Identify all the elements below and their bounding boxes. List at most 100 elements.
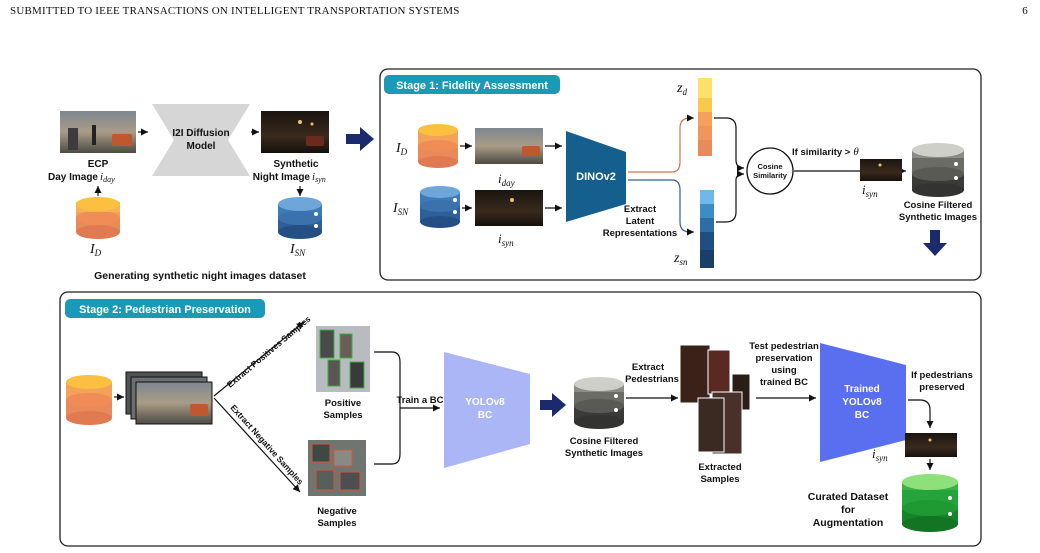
zd-symbol: zd [676,81,687,97]
arrow-dino-to-zsn [628,179,694,236]
zd-vector [698,78,712,156]
stage1-panel: Stage 1: Fidelity Assessment ID iday [379,68,982,281]
down-arrow-to-stage2 [923,230,947,256]
stage2-filtered-db-icon [574,377,624,429]
cosine-filtered-db-icon [912,143,964,197]
ecp-day-symbol: iday [100,171,115,184]
page-number: 6 [1022,5,1028,17]
test-label-3: using [771,365,797,376]
negative-label-2: Samples [317,518,356,529]
night-image-symbol: isyn [312,171,326,184]
stage1-isyn-symbol: isyn [498,231,514,248]
if-similarity-label: If similarity >θ [792,146,859,158]
stage2-panel: Stage 2: Pedestrian Preservation Extract… [59,291,982,547]
stage1-id-symbol: ID [395,141,408,157]
cosine-label-1: Cosine [757,162,782,171]
ecp-day-image [60,111,136,153]
positive-samples-image [316,326,370,392]
stage2-title: Stage 2: Pedestrian Preservation [79,304,251,316]
stage1-out-symbol: isyn [862,182,878,199]
negative-label-1: Negative [317,506,357,517]
stage1-title: Stage 1: Fidelity Assessment [396,80,548,92]
arrow-zsn-to-cosine [716,170,745,223]
stage2-cf-label-2: Synthetic Images [565,448,643,459]
yolo-label-2: BC [478,410,492,421]
stage2-day-db-icon [66,375,112,425]
if-ped-label-2: preserved [919,382,965,393]
extract-label-3: Representations [603,228,677,239]
big-arrow-to-stage1 [346,127,374,151]
if-ped-label-1: If pedestrians [911,370,973,381]
trained-yolo-shape [820,343,906,462]
train-bracket [374,351,401,465]
trained-label-2: YOLOv8 [842,397,882,408]
stage1-day-image [475,128,543,164]
generation-section: ECP Day Image iday I2I Diffusion Model S… [48,104,329,282]
ecp-label: ECP [88,159,109,170]
synthetic-night-image [261,111,329,153]
db-d-symbol: ID [89,242,102,258]
stage1-iday-symbol: iday [498,171,515,188]
running-header: SUBMITTED TO IEEE TRANSACTIONS ON INTELL… [10,5,460,17]
zsn-symbol: zsn [673,251,688,267]
stage1-output-image [860,159,902,181]
dinov2-label: DINOv2 [576,171,616,183]
stage1-isn-symbol: ISN [392,201,409,217]
extracted-label-1: Extracted [698,462,741,473]
dinov2-encoder-shape [566,131,626,222]
arrow-dino-to-zd [628,114,694,173]
cosine-label-2: Similarity [753,171,788,180]
filtered-label-1: Cosine Filtered [904,200,973,211]
yolo-bc-shape [444,352,530,468]
ecp-day-label: Day Image [48,172,98,183]
arrow-to-negative [213,397,301,493]
night-image-label: Night Image [253,172,311,183]
arrow-zd-to-cosine [714,117,745,172]
test-label-2: preservation [755,353,812,364]
stage1-night-db-icon [420,186,460,228]
positive-label-1: Positive [325,398,361,409]
negative-samples-image [308,440,366,496]
stage2-image-stack [125,371,213,425]
positive-label-2: Samples [323,410,362,421]
diffusion-label-2: Model [187,141,216,152]
arrow-to-positive [213,321,305,397]
curated-label-2: for [841,504,855,516]
curated-label-3: Augmentation [813,517,884,529]
synthetic-label: Synthetic [273,159,318,170]
extract-positive-label: Extract Positives Samples [225,314,313,390]
stage1-night-image [475,190,543,226]
extract-ped-label-2: Pedestrians [625,374,679,385]
cosine-similarity-node [746,147,794,195]
extract-ped-label-1: Extract [632,362,665,373]
extracted-label-2: Samples [700,474,739,485]
diffusion-label-1: I2I Diffusion [172,128,229,139]
extracted-samples-images [679,344,751,455]
arrow-to-output [908,399,934,428]
generation-caption: Generating synthetic night images datase… [94,270,306,282]
trained-label-1: Trained [844,384,880,395]
extract-negative-label: Extract Negative Samples [229,403,306,487]
synthetic-night-database-icon [278,197,322,239]
extract-label-1: Extract [624,204,657,215]
stage1-day-db-icon [418,124,458,168]
zsn-vector [700,190,714,268]
stage2-cf-label-1: Cosine Filtered [570,436,639,447]
day-database-icon [76,197,120,239]
filtered-label-2: Synthetic Images [899,212,977,223]
stage2-out-symbol: isyn [872,446,888,463]
diffusion-model-shape [152,104,250,176]
curated-dataset-db-icon [902,474,958,532]
curated-label-1: Curated Dataset [808,491,889,503]
train-label: Train a BC [397,395,444,406]
stage2-output-image [905,433,957,457]
test-label-4: trained BC [760,377,808,388]
big-arrow-to-filtered-db [540,393,566,417]
yolo-label-1: YOLOv8 [465,397,505,408]
db-sn-symbol: ISN [289,242,306,258]
test-label-1: Test pedestrian [749,341,819,352]
trained-label-3: BC [855,410,869,421]
extract-label-2: Latent [626,216,655,227]
